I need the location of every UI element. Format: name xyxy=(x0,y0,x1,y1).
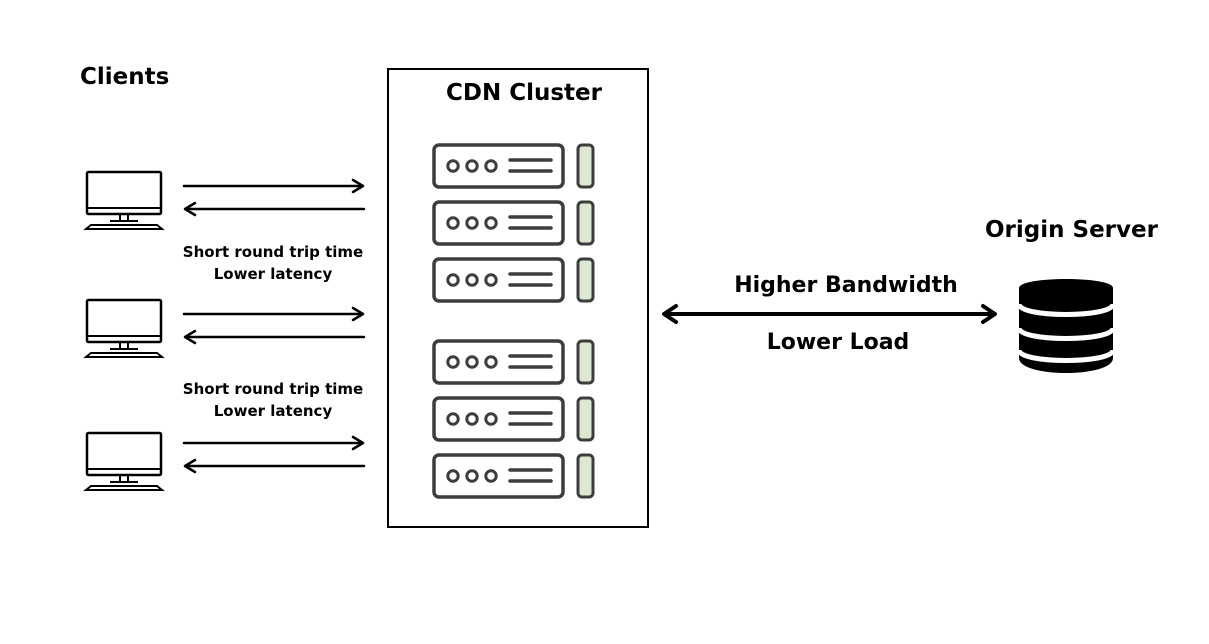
latency-note: Short round trip time Lower latency xyxy=(182,243,364,283)
client-monitor-icon xyxy=(83,298,165,358)
database-icon xyxy=(1016,279,1116,373)
latency-note: Short round trip time Lower latency xyxy=(182,380,364,420)
response-arrow xyxy=(183,201,366,217)
link-label-bottom: Lower Load xyxy=(766,330,910,355)
response-arrow xyxy=(183,458,366,474)
client-monitor-icon xyxy=(83,431,165,491)
cdn-cluster-box xyxy=(387,68,649,528)
link-label-top: Higher Bandwidth xyxy=(734,273,958,298)
request-arrow xyxy=(182,435,365,451)
request-arrow xyxy=(182,306,365,322)
origin-server-title: Origin Server xyxy=(985,217,1158,243)
request-arrow xyxy=(182,178,365,194)
response-arrow xyxy=(183,329,366,345)
clients-title: Clients xyxy=(80,64,170,90)
client-monitor-icon xyxy=(83,170,165,230)
cdn-cluster-title: CDN Cluster xyxy=(446,80,602,106)
